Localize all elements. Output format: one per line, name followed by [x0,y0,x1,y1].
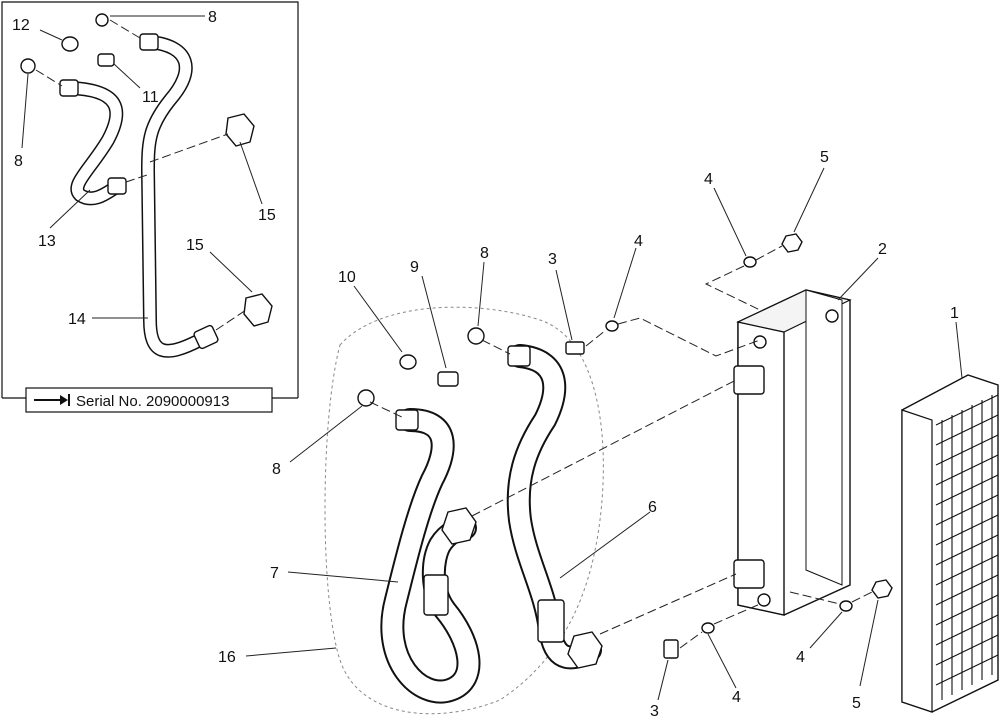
callout-16: 16 [218,649,236,666]
callout-15-top: 15 [258,207,276,224]
hose-7 [380,408,481,704]
callout-5-upper: 5 [820,149,829,166]
inset-oring-8-top [95,13,109,27]
serial-number-text: Serial No. 2090000913 [76,393,229,410]
callout-4-top: 4 [634,233,643,250]
washer-10 [399,354,417,370]
callout-8-inset-top: 8 [208,9,217,26]
nut-5-upper [781,233,803,253]
inset-hose-13 [59,79,127,206]
oring-8-lower [357,389,375,407]
callout-5-bottom: 5 [852,695,861,712]
callout-3-top: 3 [548,251,557,268]
arrow-bar-icon [34,394,70,406]
inset-oring-8-left [20,58,36,74]
callout-3-bottom: 3 [650,703,659,720]
callout-9: 9 [410,259,419,276]
callout-2: 2 [878,241,887,258]
callout-4-bottom: 4 [732,689,741,706]
guard-grille-1 [901,374,999,713]
callout-13: 13 [38,233,56,250]
nut-5-bottom [871,579,893,599]
callout-14: 14 [68,311,86,328]
hose-6 [506,344,603,670]
washer-4-top [605,320,619,332]
oring-8-mid [467,327,485,345]
inset-nut-15-bottom [243,293,273,327]
callout-4-upper: 4 [704,171,713,188]
inset-panel: Serial No. 2090000913 [1,1,299,413]
callout-8-mid: 8 [480,245,489,262]
callout-4-right: 4 [796,649,805,666]
screw-9 [437,371,459,387]
washer-4-upper [743,256,757,268]
callout-8-lower: 8 [272,461,281,478]
inset-screw-11 [97,53,115,67]
washer-4-bottom [701,622,715,634]
callout-10: 10 [338,269,356,286]
kit-outline-16 [324,306,604,715]
callout-1: 1 [950,305,959,322]
inset-hose-14 [139,33,219,358]
callout-11: 11 [142,89,159,106]
callout-7: 7 [270,565,279,582]
inset-nut-15-top [225,113,255,147]
callout-6: 6 [648,499,657,516]
bolt-3-top [565,341,585,355]
callout-12: 12 [12,17,30,34]
bolt-3-bottom [663,639,679,659]
callout-15-bottom: 15 [186,237,204,254]
inset-washer-12 [61,36,79,52]
oil-cooler-2 [733,289,852,616]
washer-4-right [839,600,853,612]
callout-8-inset-left: 8 [14,153,23,170]
